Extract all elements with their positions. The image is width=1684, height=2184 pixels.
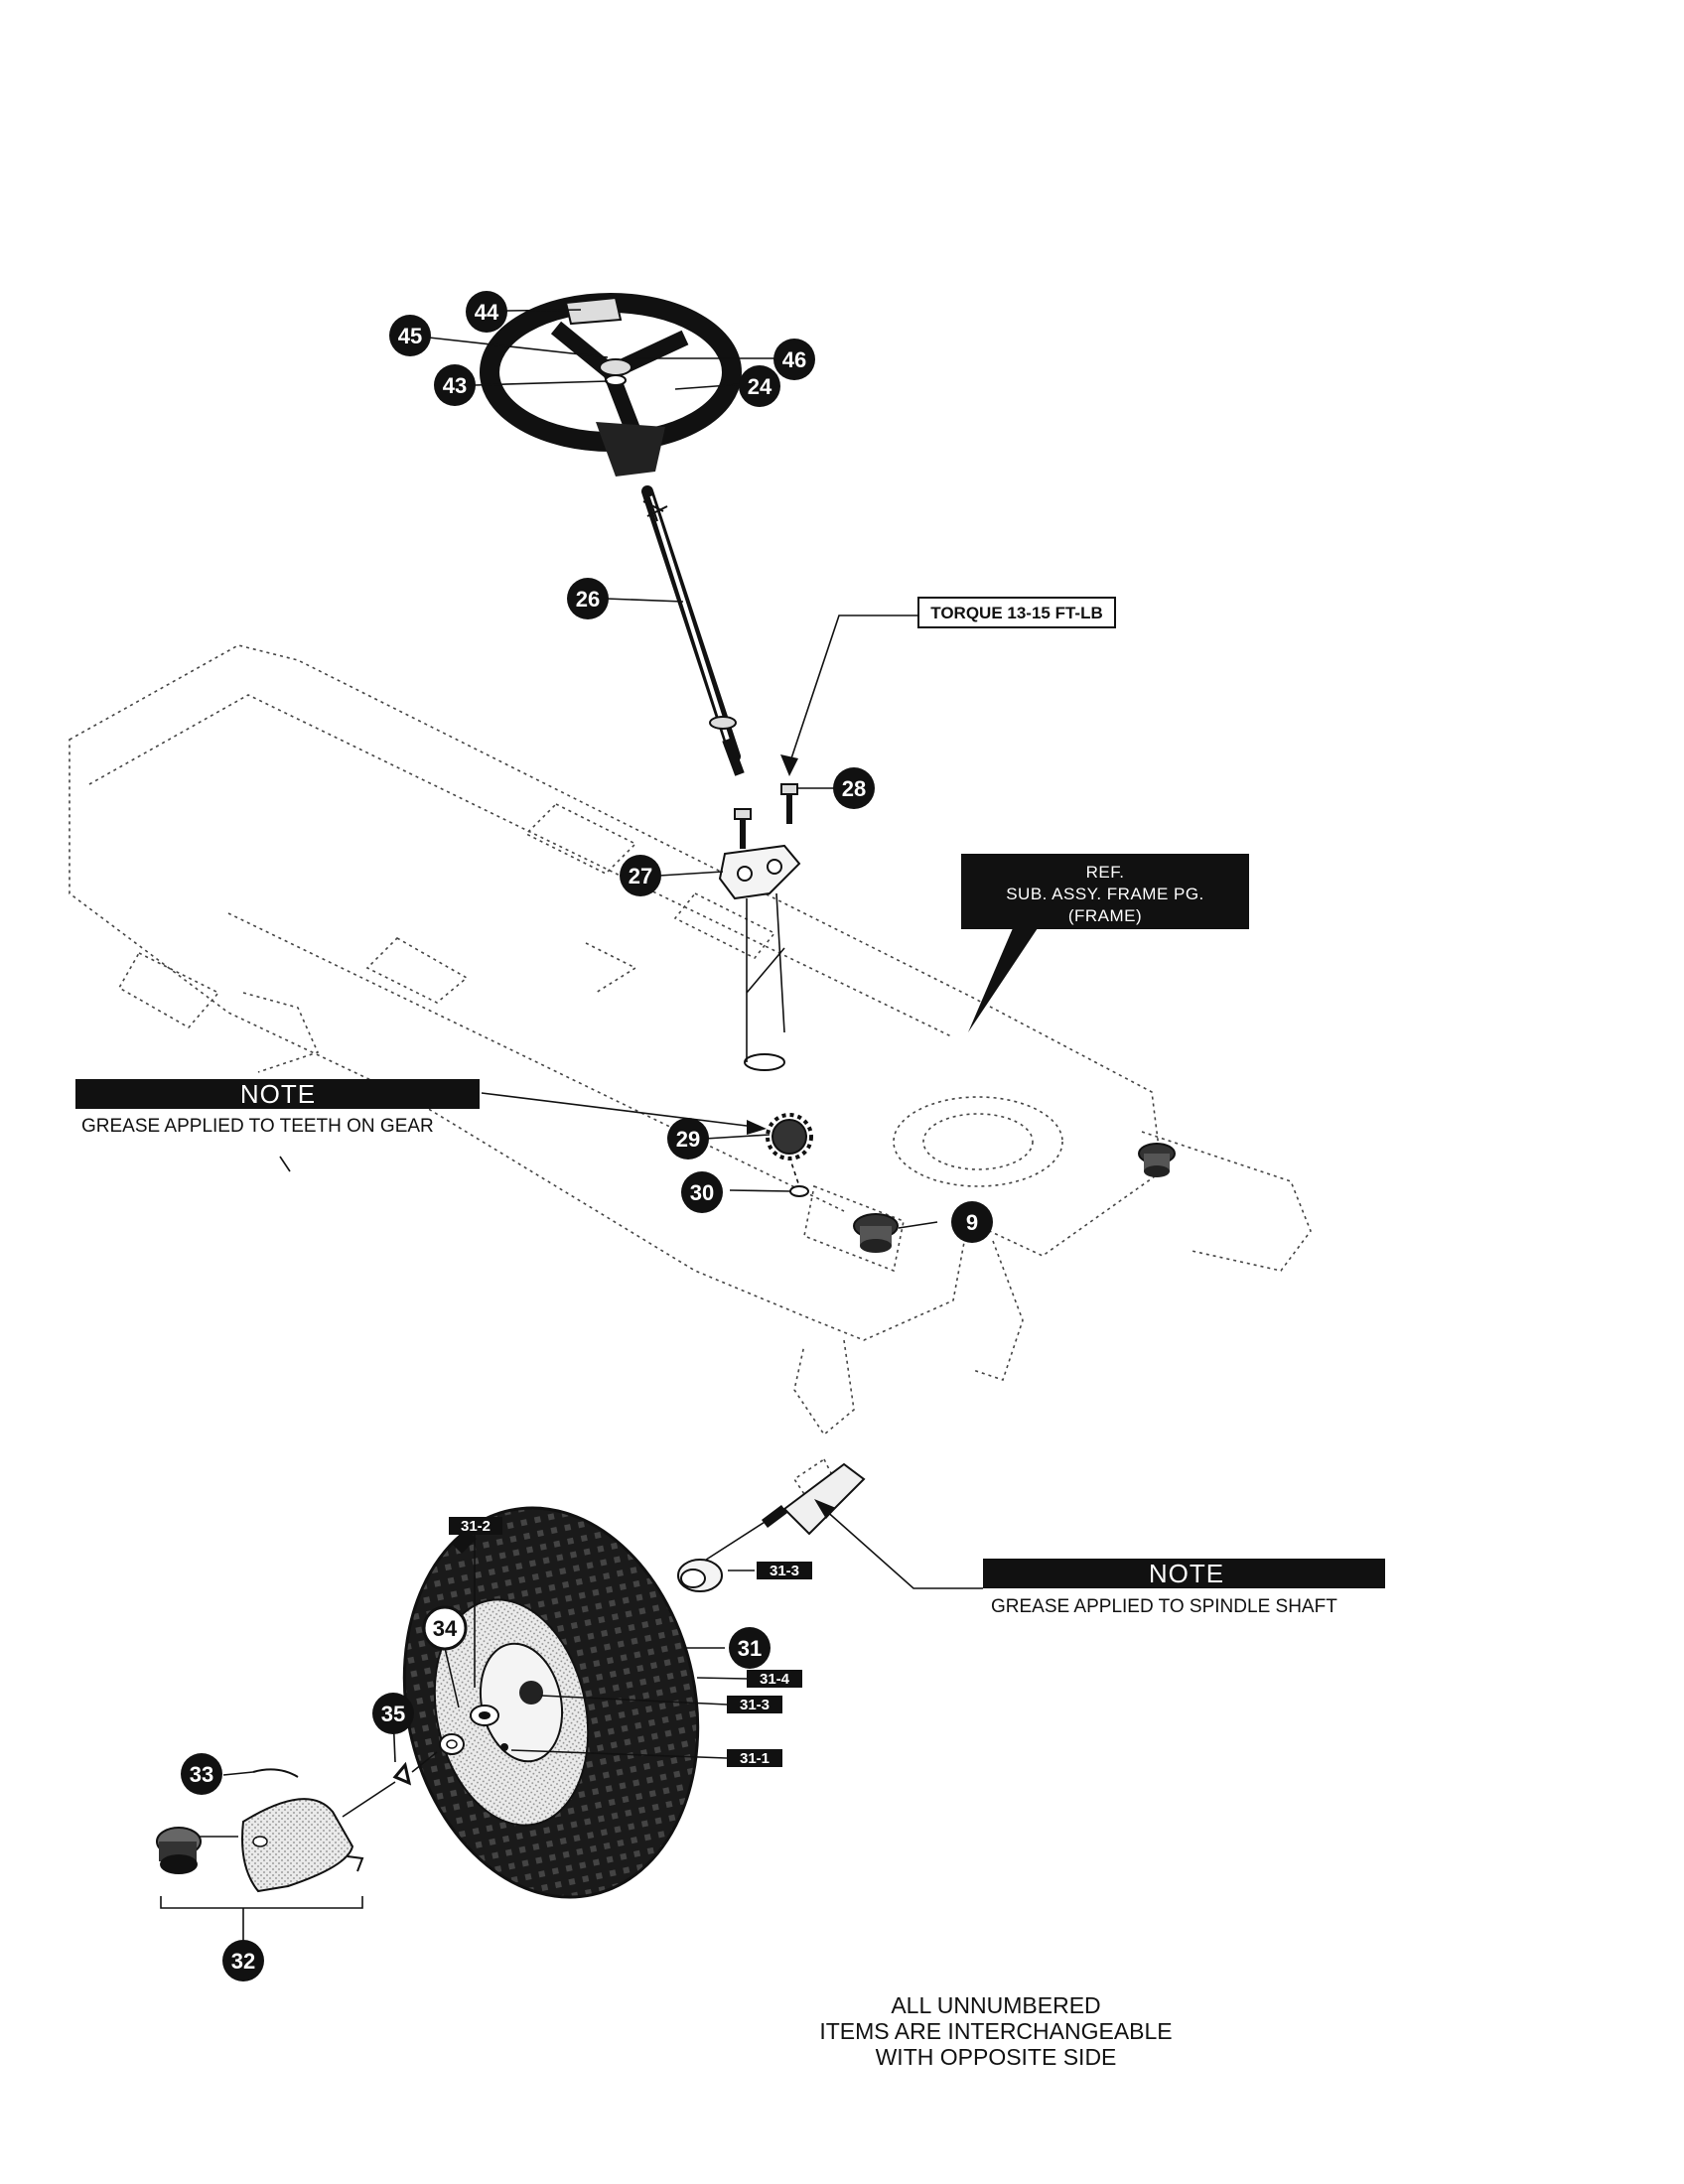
axle-hardware (252, 1733, 465, 1818)
tag-31-2: 31-2 (449, 1517, 502, 1535)
callout-43: 43 (434, 364, 476, 406)
callout-24: 24 (739, 365, 780, 407)
svg-text:43: 43 (443, 373, 467, 398)
svg-text:31-2: 31-2 (461, 1518, 491, 1535)
callout-44: 44 (466, 291, 507, 333)
hubcap (156, 1798, 364, 1946)
svg-text:31-1: 31-1 (740, 1750, 770, 1767)
wheel-bushing (677, 1559, 723, 1592)
callout-33: 33 (181, 1753, 222, 1795)
svg-text:SUB. ASSY. FRAME PG.: SUB. ASSY. FRAME PG. (1006, 885, 1204, 903)
callout-32: 32 (222, 1940, 264, 1981)
svg-text:30: 30 (690, 1180, 714, 1205)
callout-46: 46 (773, 339, 815, 380)
ref-frame-box: REF. SUB. ASSY. FRAME PG. (FRAME) (961, 854, 1249, 929)
svg-text:44: 44 (475, 300, 499, 325)
tag-31-1: 31-1 (727, 1749, 782, 1767)
svg-text:31: 31 (738, 1636, 762, 1661)
callout-31: 31 (729, 1627, 771, 1669)
svg-text:WITH OPPOSITE SIDE: WITH OPPOSITE SIDE (876, 2044, 1117, 2070)
svg-text:NOTE: NOTE (1149, 1559, 1224, 1588)
svg-text:31-4: 31-4 (760, 1671, 790, 1688)
steering-shaft (641, 485, 745, 776)
callout-26: 26 (567, 578, 609, 619)
svg-text:27: 27 (629, 864, 652, 888)
steering-cap (564, 296, 623, 326)
svg-text:24: 24 (748, 374, 772, 399)
svg-text:ITEMS ARE INTERCHANGEABLE: ITEMS ARE INTERCHANGEABLE (819, 2018, 1172, 2044)
callout-35: 35 (372, 1693, 414, 1734)
frame-outline (69, 644, 1312, 1511)
callout-27: 27 (620, 855, 661, 896)
svg-text:35: 35 (381, 1702, 405, 1726)
callout-28: 28 (833, 767, 875, 809)
tag-31-3-upper: 31-3 (757, 1562, 812, 1579)
callout-30: 30 (681, 1171, 723, 1213)
torque-label: TORQUE 13-15 FT-LB (917, 597, 1116, 628)
callout-45: 45 (389, 315, 431, 356)
svg-text:9: 9 (966, 1210, 978, 1235)
note-spindle: NOTE GREASE APPLIED TO SPINDLE SHAFT (983, 1559, 1385, 1617)
svg-text:46: 46 (782, 347, 806, 372)
svg-text:31-3: 31-3 (770, 1563, 799, 1579)
svg-text:(FRAME): (FRAME) (1068, 906, 1142, 925)
callout-34: 34 (422, 1605, 468, 1651)
shaft-bracket (718, 783, 801, 1071)
svg-text:NOTE: NOTE (240, 1079, 316, 1109)
svg-text:45: 45 (398, 324, 422, 348)
spindle-bushing (853, 1213, 899, 1253)
svg-text:26: 26 (576, 587, 600, 612)
svg-text:31-3: 31-3 (740, 1697, 770, 1713)
front-wheel (402, 1506, 700, 1899)
steering-wheel (480, 293, 742, 477)
svg-text:33: 33 (190, 1762, 213, 1787)
svg-text:GREASE APPLIED TO SPINDLE SHAF: GREASE APPLIED TO SPINDLE SHAFT (991, 1596, 1337, 1617)
svg-text:TORQUE 13-15 FT-LB: TORQUE 13-15 FT-LB (930, 604, 1103, 622)
spindle-bushing-right (1138, 1143, 1176, 1177)
svg-text:GREASE APPLIED TO TEETH ON GEA: GREASE APPLIED TO TEETH ON GEAR (81, 1116, 434, 1137)
note-gear: NOTE GREASE APPLIED TO TEETH ON GEAR (75, 1079, 480, 1137)
spindle (699, 1462, 866, 1565)
steering-gear (766, 1113, 813, 1197)
svg-text:ALL UNNUMBERED: ALL UNNUMBERED (891, 1992, 1100, 2018)
leader-lines (222, 309, 1038, 1776)
tag-31-3-lower: 31-3 (727, 1696, 782, 1713)
callout-29: 29 (667, 1118, 709, 1160)
svg-text:32: 32 (231, 1949, 255, 1974)
svg-text:29: 29 (676, 1127, 700, 1152)
svg-text:34: 34 (433, 1616, 458, 1641)
callout-9: 9 (951, 1201, 993, 1243)
footer-note: ALL UNNUMBERED ITEMS ARE INTERCHANGEABLE… (819, 1992, 1172, 2070)
svg-text:28: 28 (842, 776, 866, 801)
svg-text:REF.: REF. (1086, 863, 1125, 882)
tag-31-4: 31-4 (747, 1670, 802, 1688)
